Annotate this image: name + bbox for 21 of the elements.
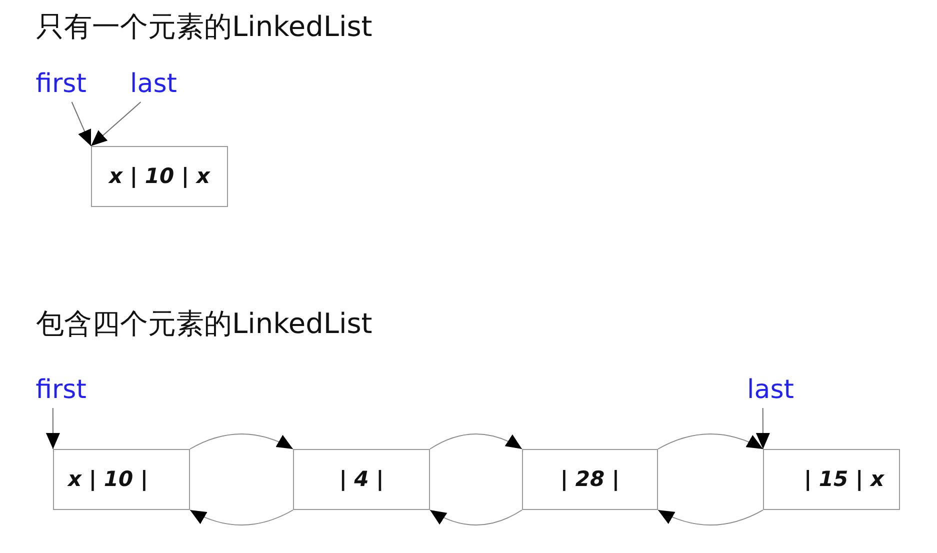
curved-link-arrow xyxy=(430,510,522,526)
pointer-arrow xyxy=(71,102,92,146)
section-heading: 只有一个元素的LinkedList xyxy=(36,9,372,45)
pointer-arrow xyxy=(90,102,142,146)
pointer-variable-label: first xyxy=(34,374,88,406)
curved-link-arrow xyxy=(658,510,764,526)
list-node-box: | 4 | xyxy=(293,449,430,510)
curved-link-arrow xyxy=(658,434,764,450)
list-node-box: | 28 | xyxy=(522,449,658,510)
pointer-variable-label: first xyxy=(34,68,88,100)
section-heading: 包含四个元素的LinkedList xyxy=(36,306,372,342)
list-node-box: | 15 | x xyxy=(763,449,900,510)
curved-link-arrow xyxy=(190,510,294,526)
pointer-variable-label: last xyxy=(745,374,796,406)
curved-link-arrow xyxy=(430,434,522,450)
list-node-box: x | 10 | xyxy=(53,449,190,510)
pointer-arrow xyxy=(756,408,770,450)
pointer-variable-label: last xyxy=(128,68,179,100)
list-node-box: x | 10 | x xyxy=(91,146,228,207)
pointer-arrow xyxy=(46,408,60,450)
curved-link-arrow xyxy=(190,434,294,450)
